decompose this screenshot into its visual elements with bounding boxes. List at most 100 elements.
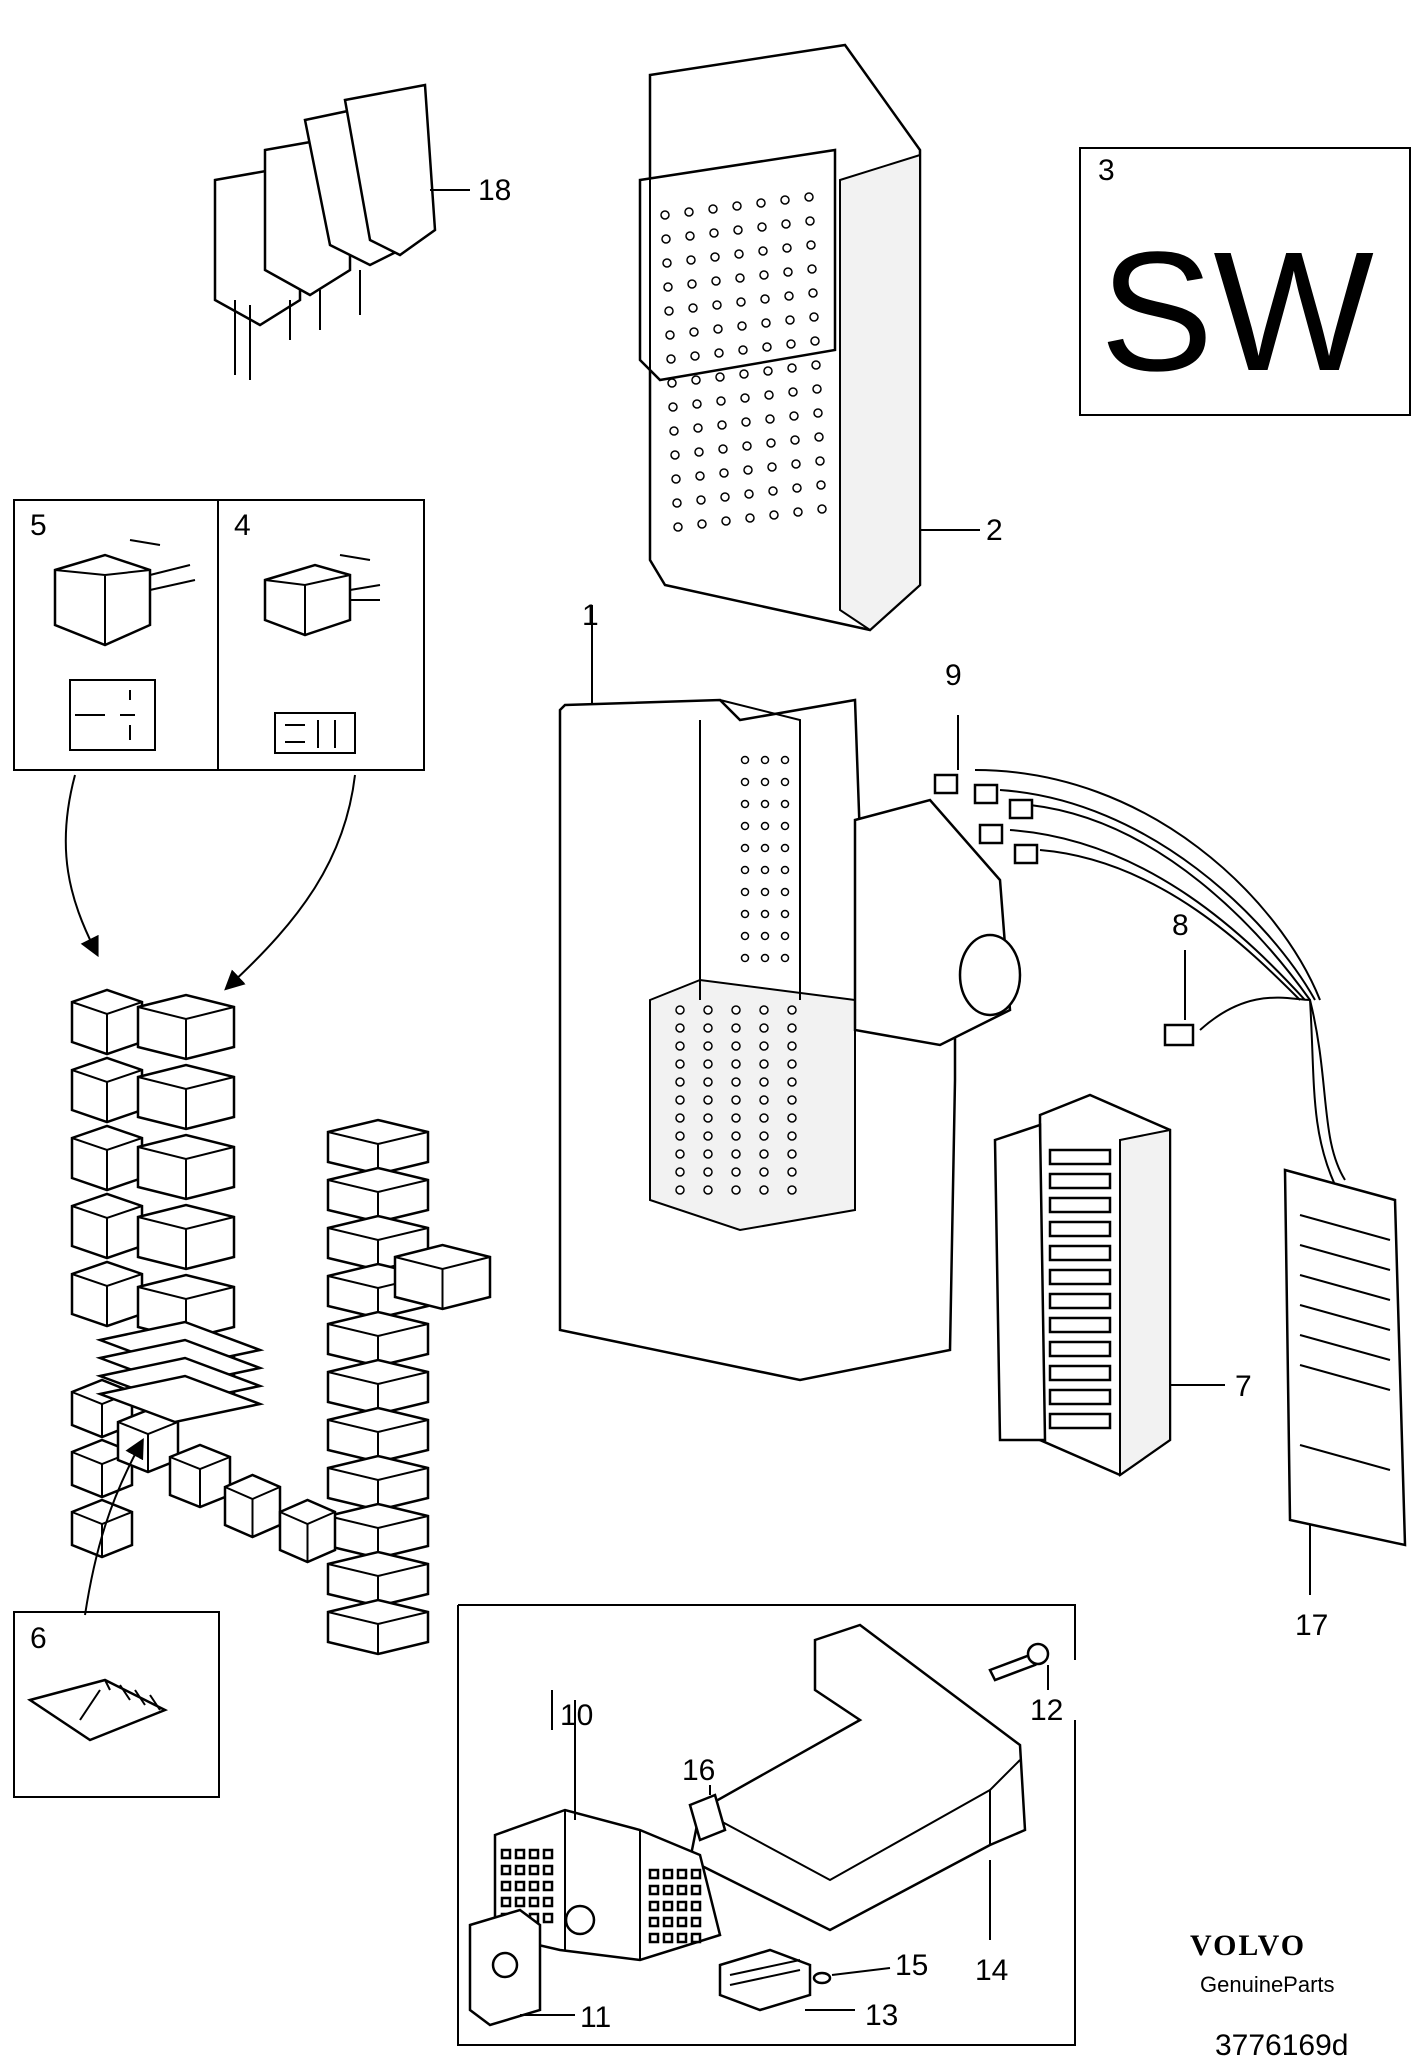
relay-cube	[70, 988, 144, 1056]
relay-cube	[326, 1310, 430, 1368]
pin	[662, 1916, 674, 1928]
hole	[731, 1095, 741, 1105]
part-8-wire-connector	[1163, 950, 1346, 1186]
hole	[760, 887, 770, 897]
card-line	[1299, 1364, 1391, 1391]
hole	[780, 953, 790, 963]
hole	[807, 264, 817, 274]
hole	[761, 318, 771, 328]
hole	[788, 387, 798, 397]
hole	[689, 327, 699, 337]
hole	[759, 1059, 769, 1069]
hole	[708, 204, 718, 214]
hole	[769, 510, 779, 520]
hole	[740, 755, 750, 765]
hole	[787, 363, 797, 373]
relay-cube	[168, 1443, 232, 1509]
hole	[675, 1167, 685, 1177]
hole	[743, 465, 753, 475]
hole	[710, 252, 720, 262]
hole	[787, 1041, 797, 1051]
hole	[759, 1131, 769, 1141]
hole	[690, 351, 700, 361]
callout-17: 17	[1295, 1609, 1328, 1642]
hole	[785, 315, 795, 325]
fuse-slot	[1048, 1340, 1112, 1358]
pin	[648, 1916, 660, 1928]
part-9-wire-connectors	[933, 715, 1321, 1001]
relay-cube	[393, 1243, 492, 1311]
relay-cube	[326, 1454, 430, 1512]
hole	[660, 210, 670, 220]
hole	[782, 243, 792, 253]
arrow-4-to-stack	[224, 774, 356, 991]
hole	[745, 513, 755, 523]
bottom-assembly-box	[457, 1604, 1076, 2046]
hole	[718, 444, 728, 454]
callout-14: 14	[975, 1954, 1008, 1987]
pin	[662, 1900, 674, 1912]
pin	[542, 1864, 554, 1876]
hole	[685, 231, 695, 241]
pin	[676, 1932, 688, 1944]
pin	[676, 1868, 688, 1880]
hole	[714, 348, 724, 358]
relay-cube	[70, 1498, 134, 1559]
hole	[733, 225, 743, 235]
hole	[703, 1005, 713, 1015]
card-line	[1299, 1334, 1391, 1361]
fuse-slot	[1048, 1388, 1112, 1406]
part-18-terminal-clip	[213, 83, 470, 380]
hole	[763, 366, 773, 376]
hole	[684, 207, 694, 217]
hole	[731, 1185, 741, 1195]
hole	[717, 420, 727, 430]
relay-panel	[13, 499, 425, 771]
callout-3: 3	[1098, 154, 1115, 187]
fuse-holder-slots	[1048, 1148, 1112, 1430]
hole	[740, 799, 750, 809]
part-2-relay-box-cover	[638, 43, 980, 632]
relay-cube	[326, 1358, 430, 1416]
hole	[675, 1077, 685, 1087]
hole	[664, 306, 674, 316]
hole	[719, 468, 729, 478]
hole	[675, 1131, 685, 1141]
hole	[739, 369, 749, 379]
part-15-pin	[812, 1967, 891, 1985]
hole	[731, 1023, 741, 1033]
hole	[693, 423, 703, 433]
hole	[721, 516, 731, 526]
hole	[662, 258, 672, 268]
hole	[787, 1059, 797, 1069]
hole	[793, 507, 803, 517]
hole	[703, 1149, 713, 1159]
callout-12: 12	[1030, 1694, 1063, 1727]
hole	[762, 342, 772, 352]
hole	[688, 303, 698, 313]
hole	[686, 255, 696, 265]
hole	[731, 1167, 741, 1177]
hole	[760, 953, 770, 963]
hole	[760, 865, 770, 875]
relay-cube	[70, 1056, 144, 1124]
callout-13: 13	[865, 1999, 898, 2032]
pin	[500, 1880, 512, 1892]
hole	[759, 1077, 769, 1087]
hole	[675, 1185, 685, 1195]
hole	[672, 498, 682, 508]
pin	[648, 1900, 660, 1912]
hole	[703, 1113, 713, 1123]
part-1-central-electronic-module	[558, 605, 1022, 1382]
hole	[780, 821, 790, 831]
pin	[514, 1880, 526, 1892]
hole	[759, 1095, 769, 1105]
callout-8: 8	[1172, 909, 1189, 942]
module-holes	[675, 755, 797, 1195]
part-6-fuse	[13, 1611, 220, 1798]
pin	[542, 1896, 554, 1908]
hole	[668, 402, 678, 412]
pin	[676, 1900, 688, 1912]
diagram-id: 3776169d	[1215, 2029, 1348, 2062]
hole	[784, 291, 794, 301]
